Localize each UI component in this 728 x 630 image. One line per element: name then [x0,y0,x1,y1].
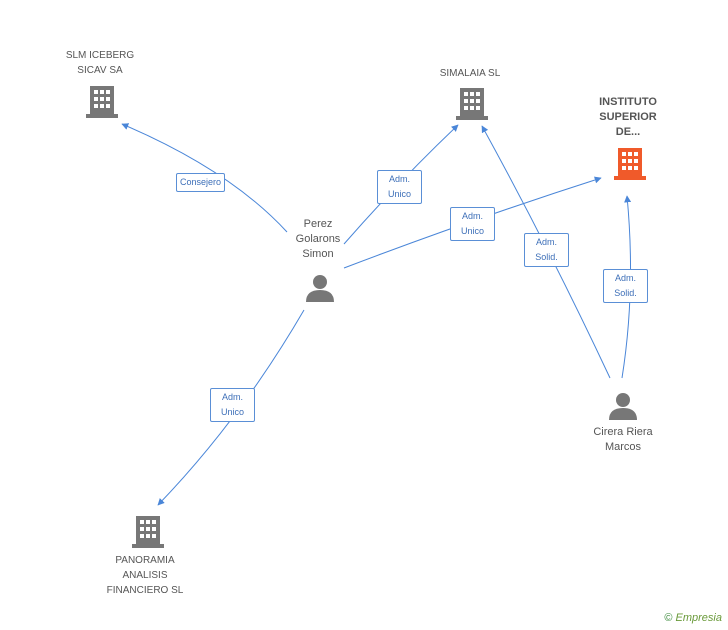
edge-label-adm-unico-panoramia[interactable]: Adm. Unico [210,388,255,422]
footer-brand[interactable]: © Empresia [664,612,722,624]
brand-logo: Empresia [675,612,722,624]
edge-label-text: Solid. [614,288,637,298]
person-icon[interactable] [609,393,637,420]
node-name-line: SUPERIOR [599,111,657,123]
node-name-line: FINANCIERO SL [106,585,184,596]
node-name-line: Simon [302,248,334,260]
edge-label-adm-solid-simalaia[interactable]: Adm. Solid. [524,233,569,267]
edge-label-text: Consejero [180,177,222,187]
building-icon-highlighted[interactable] [614,148,646,180]
node-name-line: SICAV SA [77,65,123,76]
edge-label-adm-solid-instituto[interactable]: Adm. Solid. [603,269,648,303]
node-name-line: PANORAMIA [115,555,175,566]
node-name-line: Golarons [295,233,341,245]
edge-label-text: Adm. [614,273,636,283]
edge-label-text: Adm. [535,237,557,247]
edge-label-text: Unico [460,226,484,236]
node-label-slm-iceberg[interactable]: SLM ICEBERG SICAV SA [40,48,160,78]
edge-label-text: Unico [220,407,244,417]
node-name-line: ANALISIS [122,570,168,581]
node-name-line: Cirera Riera [593,426,653,438]
node-label-panoramia[interactable]: PANORAMIA ANALISIS FINANCIERO SL [85,553,205,598]
edge-label-adm-unico-instituto[interactable]: Adm. Unico [450,207,495,241]
person-icon[interactable] [306,275,334,302]
edge-label-text: Adm. [461,211,483,221]
node-name-line: SLM ICEBERG [65,50,135,61]
edge-label-text: Unico [387,189,411,199]
edge-label-text: Solid. [535,252,558,262]
edge-label-text: Adm. [221,392,243,402]
node-label-instituto[interactable]: INSTITUTO SUPERIOR DE... [578,95,678,140]
edge-label-text: Adm. [388,174,410,184]
building-icon[interactable] [456,88,488,120]
node-label-perez[interactable]: Perez Golarons Simon [268,217,368,262]
copyright-icon: © [664,612,673,624]
building-icon[interactable] [132,516,164,548]
edge-label-adm-unico-simalaia[interactable]: Adm. Unico [377,170,422,204]
node-label-cirera[interactable]: Cirera Riera Marcos [570,425,676,455]
node-name-line: DE... [615,126,641,138]
node-label-simalaia[interactable]: SIMALAIA SL [410,66,530,81]
node-name-line: Perez [303,218,333,230]
node-name-line: Marcos [604,441,642,453]
node-name-line: INSTITUTO [599,96,657,108]
edge-label-consejero[interactable]: Consejero [176,173,226,192]
building-icon[interactable] [86,86,118,118]
node-name-line: SIMALAIA SL [439,68,501,79]
